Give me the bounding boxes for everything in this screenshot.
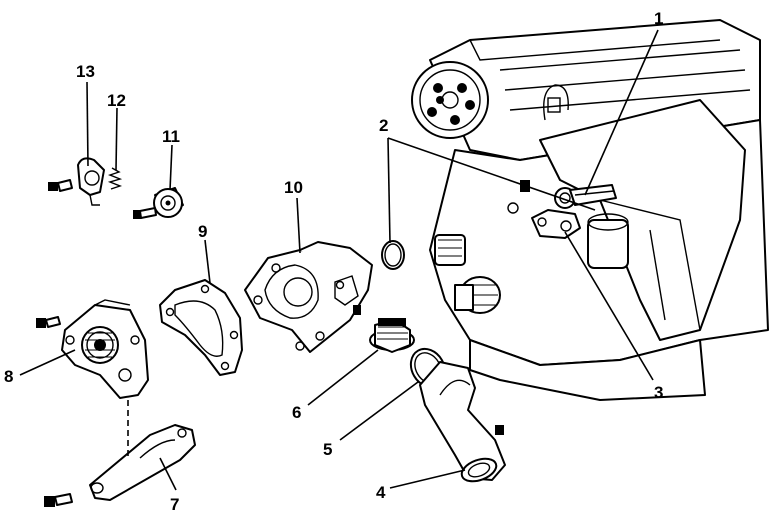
callout-1: 1 [654,9,663,28]
part-1-outlet-fitting [554,184,617,209]
part-3-gasket [531,209,581,239]
callout-4: 4 [376,483,386,502]
part-10-pump-housing [244,241,373,353]
callout-7: 7 [170,495,179,514]
part-13-bracket [48,157,105,206]
callout-12: 12 [107,91,126,110]
callout-2: 2 [379,116,388,135]
callout-11: 11 [162,127,180,146]
callout-10: 10 [284,178,303,197]
callout-9: 9 [198,222,207,241]
part-2-o-ring [381,240,405,270]
callout-13: 13 [76,62,95,81]
callout-6: 6 [292,403,301,422]
callout-3: 3 [654,383,663,402]
engine-block [411,19,769,401]
leader-lines [19,29,659,491]
callout-5: 5 [323,440,332,459]
part-8-water-pump [36,299,149,399]
part-7-bracket [44,424,196,507]
part-6-thermostat [369,318,415,353]
part-11-idler-pulley [133,187,184,219]
callout-8: 8 [4,367,13,386]
part-12-spring [107,167,123,190]
part-9-gasket [159,279,243,376]
part-4-inlet-pipe [419,361,506,483]
